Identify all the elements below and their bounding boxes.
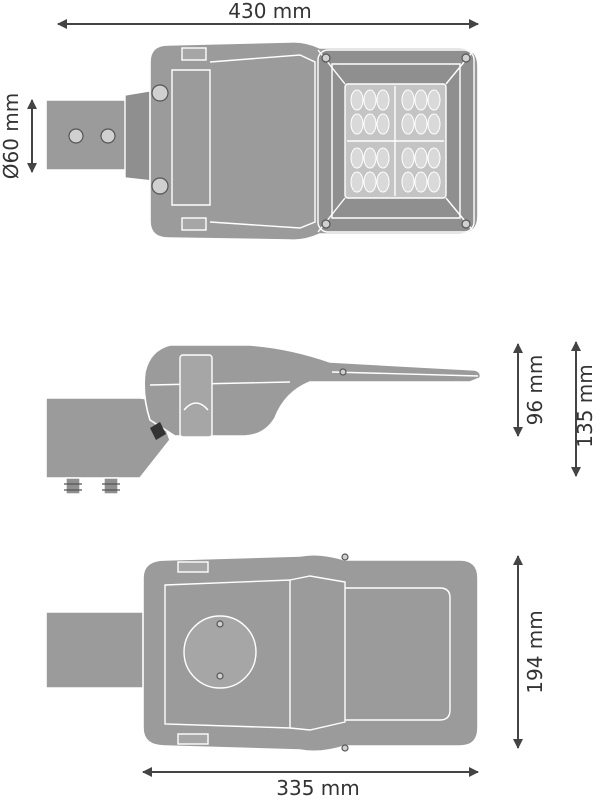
bottom-view: 194 mm 335 mm: [45, 553, 547, 800]
dimension-label-pole-diameter: Ø60 mm: [0, 93, 23, 180]
dimension-label-width-top: 430 mm: [228, 0, 312, 23]
housing-bottom-view: [142, 553, 479, 753]
side-view: 96 mm 135 mm: [45, 341, 597, 495]
dimension-label-height-head: 96 mm: [523, 355, 547, 426]
dimension-label-depth-bottom: 194 mm: [523, 610, 547, 694]
dimension-label-width-bottom: 335 mm: [276, 776, 360, 800]
mounting-disc: [183, 615, 257, 689]
led-lenses: [350, 89, 441, 193]
dimension-label-height-total: 135 mm: [573, 364, 597, 448]
top-view: 430 mm Ø60 mm: [0, 0, 479, 241]
pole-bottom-view: [45, 611, 147, 689]
